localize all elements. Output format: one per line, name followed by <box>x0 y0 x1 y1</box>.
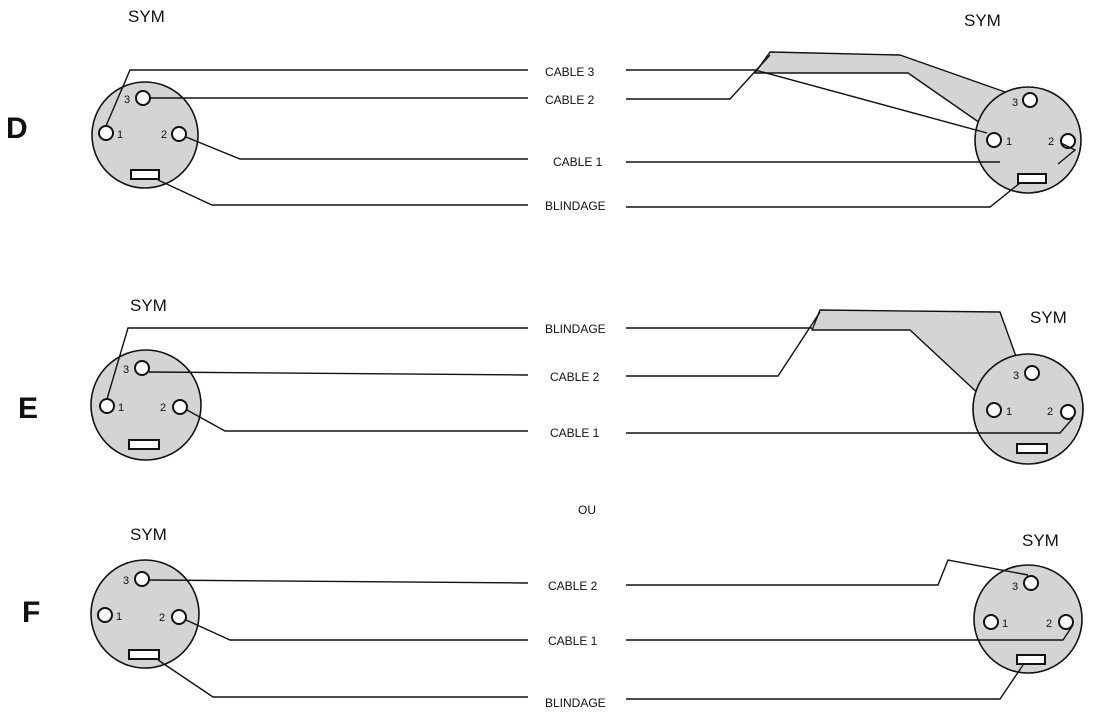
pin-3-left-e <box>134 360 150 376</box>
row-d: D SYM SYM 3 1 2 3 1 2 <box>6 7 1082 213</box>
wires-d <box>105 54 1077 208</box>
pin-1-right-e <box>986 402 1002 418</box>
pin-label-2-right-f: 2 <box>1046 618 1052 630</box>
pin-3-left-f <box>134 571 150 587</box>
left-connector-e: 3 1 2 <box>90 349 202 461</box>
pin-label-3-right-d: 3 <box>1012 97 1018 109</box>
pin-2-right-e <box>1060 404 1076 420</box>
pin-label-1-right-e: 1 <box>1006 406 1012 418</box>
pin-2-left-e <box>172 399 188 415</box>
pin-label-2-left-f: 2 <box>159 612 165 624</box>
shield-right-e <box>1016 443 1048 454</box>
wires-e <box>106 311 1074 434</box>
left-sym-label-e: SYM <box>130 296 167 315</box>
right-connector-d: 3 1 2 <box>974 86 1082 194</box>
shield-left-f <box>128 649 160 660</box>
right-connector-f: 3 1 2 <box>973 564 1083 674</box>
pin-label-3-left-f: 3 <box>123 575 129 587</box>
pin-label-3-right-e: 3 <box>1013 370 1019 382</box>
pin-label-2-right-e: 2 <box>1047 406 1053 418</box>
pin-1-right-f <box>983 614 999 630</box>
pin-3-left-d <box>135 90 151 106</box>
pin-1-right-d <box>986 132 1002 148</box>
cable-label-e-2: CABLE 2 <box>550 370 600 384</box>
pin-2-left-f <box>171 609 187 625</box>
cable-label-f-3: BLINDAGE <box>545 696 606 710</box>
cable-label-d-4: BLINDAGE <box>545 199 606 213</box>
cable-label-f-2: CABLE 1 <box>548 634 598 648</box>
cable-label-d-2: CABLE 2 <box>545 93 595 107</box>
right-sym-label-f: SYM <box>1022 531 1059 550</box>
cable-label-f-1: CABLE 2 <box>548 579 598 593</box>
shield-left-e <box>128 439 160 450</box>
shield-right-f <box>1016 654 1046 665</box>
shield-right-d <box>1017 173 1047 184</box>
right-sym-label-d: SYM <box>964 11 1001 30</box>
twisted-band-d <box>754 51 1009 129</box>
right-sym-label-e: SYM <box>1030 308 1067 327</box>
separator-ou: OU <box>578 503 596 517</box>
pin-3-right-d <box>1022 92 1038 108</box>
pin-3-right-f <box>1023 575 1039 591</box>
pin-1-left-d <box>98 125 114 141</box>
pin-label-2-right-d: 2 <box>1048 136 1054 148</box>
pin-label-1-right-f: 1 <box>1002 618 1008 630</box>
pin-label-1-left-e: 1 <box>118 402 124 414</box>
pin-3-right-e <box>1024 365 1040 381</box>
cable-label-d-3: CABLE 1 <box>553 155 603 169</box>
row-letter-d: D <box>6 112 28 145</box>
pin-label-1-right-d: 1 <box>1006 136 1012 148</box>
pin-label-3-left-e: 3 <box>123 364 129 376</box>
row-f: F SYM SYM 3 1 2 3 1 2 <box>22 525 1083 710</box>
pin-label-1-left-f: 1 <box>116 611 122 623</box>
right-connector-e: 3 1 2 <box>972 353 1084 465</box>
pin-label-2-left-e: 2 <box>160 402 166 414</box>
pin-1-left-e <box>99 398 115 414</box>
left-connector-f: 3 1 2 <box>90 559 200 669</box>
pin-1-left-f <box>97 607 113 623</box>
wires-f <box>148 559 1074 700</box>
cable-label-e-1: BLINDAGE <box>545 322 606 336</box>
pin-label-3-left-d: 3 <box>124 94 130 106</box>
cable-label-d-1: CABLE 3 <box>545 65 595 79</box>
pin-label-1-left-d: 1 <box>117 129 123 141</box>
shield-left-d <box>130 169 160 180</box>
pin-2-right-f <box>1058 614 1074 630</box>
cable-label-e-3: CABLE 1 <box>550 426 600 440</box>
row-letter-e: E <box>18 392 38 425</box>
pin-label-2-left-d: 2 <box>161 129 167 141</box>
left-sym-label-d: SYM <box>128 7 165 26</box>
pin-2-left-d <box>171 126 187 142</box>
row-e: E SYM SYM 3 1 2 3 1 2 <box>18 296 1084 465</box>
pin-label-3-right-f: 3 <box>1012 581 1018 593</box>
left-sym-label-f: SYM <box>130 525 167 544</box>
row-letter-f: F <box>22 596 40 629</box>
